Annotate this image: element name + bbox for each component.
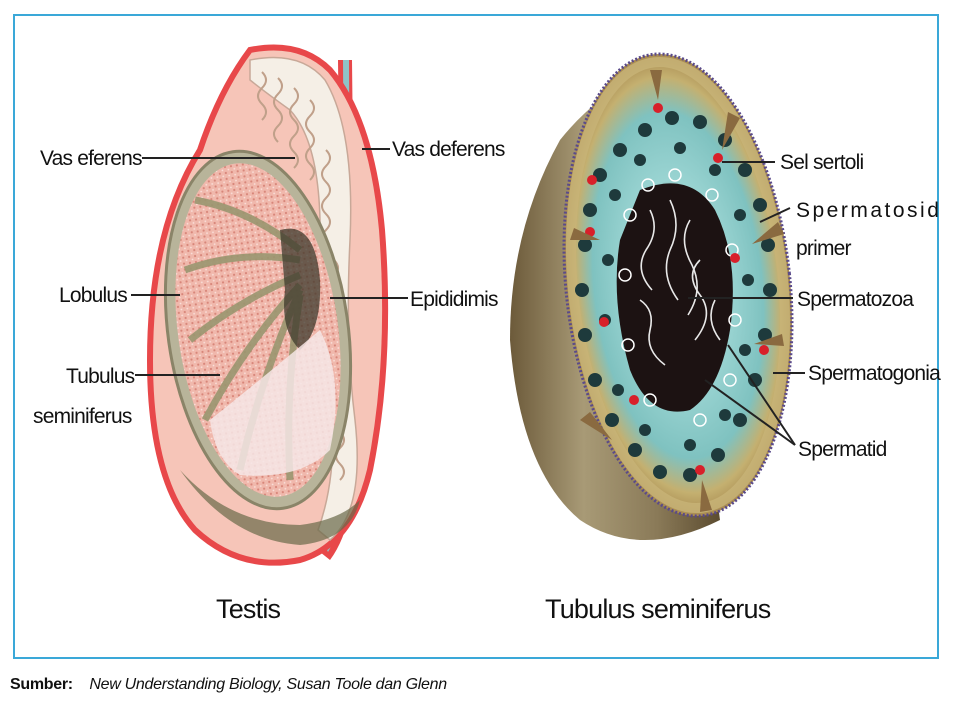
label-lobulus: Lobulus <box>59 284 128 307</box>
label-spermatogonia: Spermatogonia <box>808 362 941 385</box>
testis-drawing <box>146 44 389 566</box>
sertoli-wedges <box>570 70 784 512</box>
tubule-drawing <box>510 52 794 540</box>
label-tubulus-line2: seminiferus <box>33 405 132 428</box>
label-epididimis: Epididimis <box>410 288 499 311</box>
caption-testis: Testis <box>216 594 281 624</box>
label-spermatozoa: Spermatozoa <box>797 288 914 311</box>
label-spermatid: Spermatid <box>798 438 887 461</box>
label-vas-eferens: Vas eferens <box>40 147 143 170</box>
caption-tubulus-seminiferus: Tubulus seminiferus <box>545 594 771 624</box>
spermatozoa-tails <box>639 199 721 366</box>
label-tubulus-line1: Tubulus <box>66 365 135 388</box>
spermatid-cells <box>618 168 742 427</box>
label-sel-sertoli: Sel sertoli <box>780 151 864 174</box>
epididymis <box>249 56 358 541</box>
tubule-leader-lines <box>688 161 805 446</box>
source-text: New Understanding Biology, Susan Toole d… <box>89 676 447 693</box>
source-line: Sumber: New Understanding Biology, Susan… <box>10 676 447 694</box>
label-spermatosid-line2: primer <box>796 237 852 260</box>
source-label: Sumber: <box>10 676 73 693</box>
testis-leader-lines <box>131 148 408 376</box>
tubule-lumen <box>616 183 733 412</box>
label-vas-deferens: Vas deferens <box>392 138 505 161</box>
label-spermatosid-line1: Spermatosid <box>796 199 942 222</box>
